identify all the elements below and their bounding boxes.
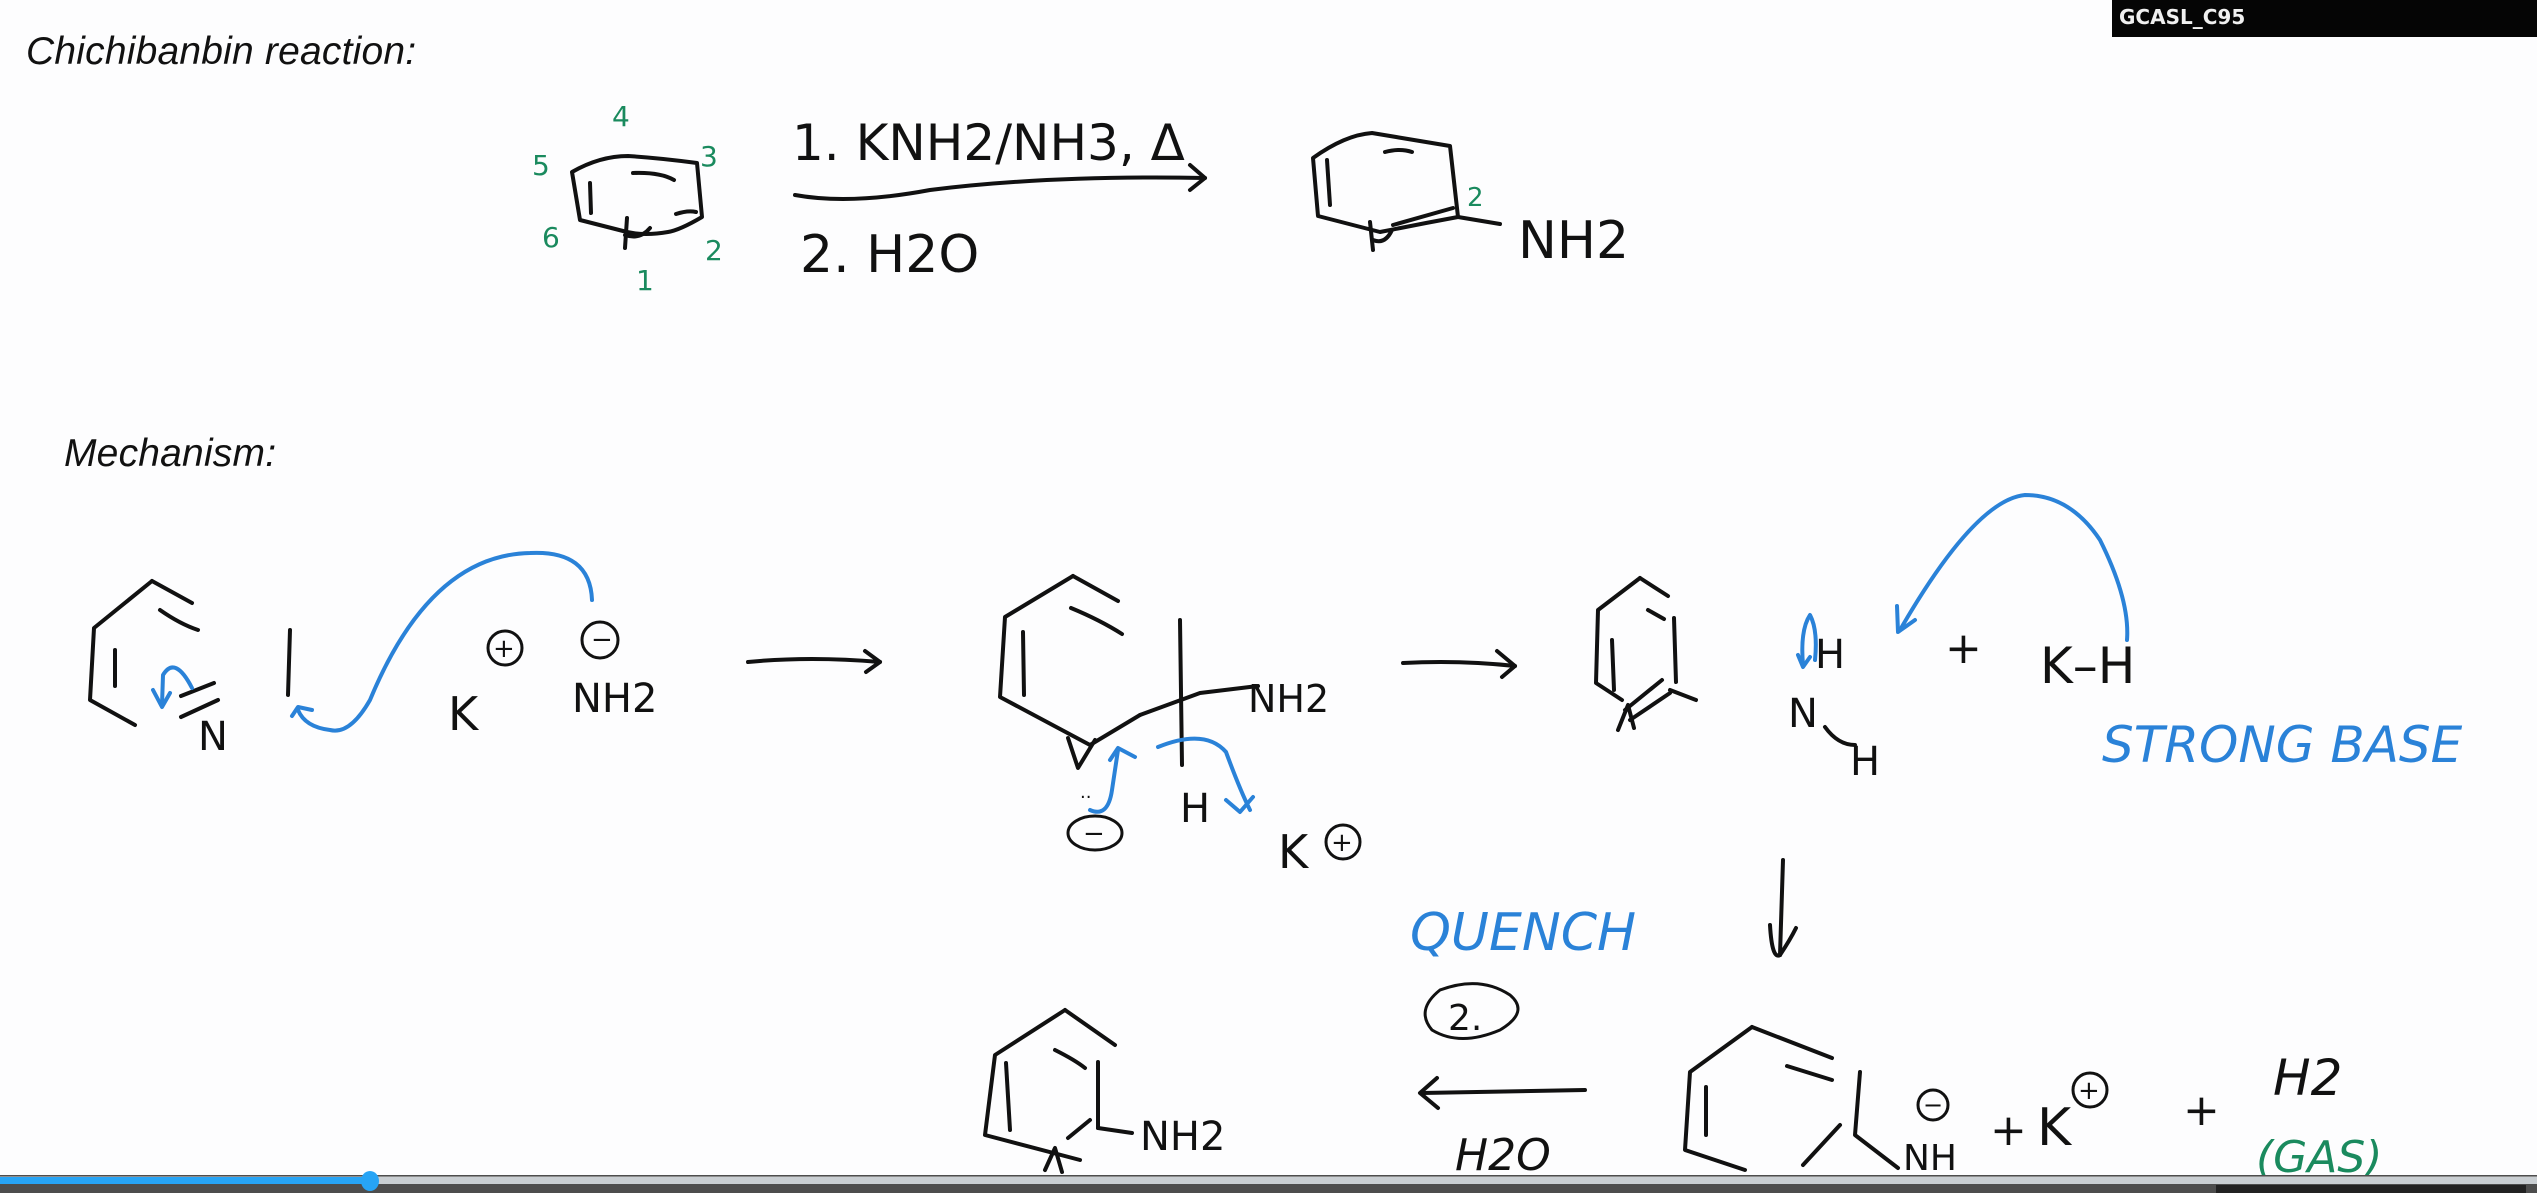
step3-plus: + bbox=[1945, 623, 1982, 674]
pyridine-step1-drawing bbox=[88, 579, 292, 727]
nh-negative-charge-icon bbox=[1916, 1088, 1950, 1122]
negative-charge-icon bbox=[580, 620, 620, 660]
sigma-complex-drawing bbox=[998, 574, 1260, 770]
step1-nitrogen: N bbox=[198, 714, 228, 760]
hydrogen-gas: H2 bbox=[2273, 1049, 2342, 1107]
quench-arrow bbox=[1420, 1088, 1587, 1095]
svg-text:−: − bbox=[1083, 819, 1105, 849]
step4-positive-charge-icon bbox=[2071, 1071, 2109, 1109]
step2-hydrogen: H bbox=[1180, 786, 1210, 832]
step3-nitrogen: N bbox=[1788, 691, 1818, 737]
reaction-conditions: 1. KNH2/NH3, Δ 2. H2O bbox=[792, 114, 1207, 285]
ring-number-3: 3 bbox=[700, 140, 718, 173]
page-title: Chichibanbin reaction: bbox=[26, 30, 417, 73]
electron-arrows-step3 bbox=[1796, 493, 2130, 669]
final-product-nh2: NH2 bbox=[1140, 1114, 1225, 1160]
seek-track[interactable] bbox=[0, 1176, 2537, 1184]
quench-annotation: QUENCH bbox=[1410, 903, 1636, 963]
ring-number-4: 4 bbox=[612, 100, 630, 133]
arrow-step1-to-2 bbox=[746, 657, 882, 664]
aminopyridine-product-drawing bbox=[1311, 131, 1502, 252]
potassium-cation: K bbox=[448, 687, 480, 741]
positive-charge-icon bbox=[486, 629, 524, 667]
ring-numbering: 4 3 5 6 2 1 bbox=[532, 100, 723, 297]
reagent-step-2: 2. H2O bbox=[800, 225, 979, 285]
step4-plus-2: + bbox=[2183, 1085, 2220, 1136]
mechanism-heading: Mechanism: bbox=[64, 432, 277, 475]
electron-arrows-step1 bbox=[151, 550, 594, 733]
ring-number-5: 5 bbox=[532, 149, 550, 182]
svg-text:−: − bbox=[591, 625, 613, 655]
arrow-step3-to-4 bbox=[1778, 858, 1785, 957]
step2-potassium: K bbox=[1278, 825, 1310, 879]
reaction-arrow bbox=[793, 175, 1207, 201]
seek-progress[interactable] bbox=[0, 1177, 371, 1184]
reagent-step-1: 1. KNH2/NH3, Δ bbox=[792, 114, 1185, 172]
product-position-label: 2 bbox=[1467, 183, 1484, 213]
svg-text:+: + bbox=[2078, 1076, 2100, 1106]
quench-step-marker: 2. bbox=[1448, 998, 1482, 1039]
svg-text:+: + bbox=[493, 634, 515, 664]
svg-text:−: − bbox=[1923, 1091, 1943, 1119]
gas-annotation: (GAS) bbox=[2256, 1132, 2382, 1175]
watermark-label: GCASL_C95 bbox=[2112, 0, 2537, 37]
nitrogen-negative-charge-icon bbox=[1066, 814, 1124, 852]
potassium-hydride: K–H bbox=[2040, 637, 2135, 695]
step4-plus-1: + bbox=[1990, 1105, 2027, 1156]
ring-number-6: 6 bbox=[542, 221, 560, 254]
step3-h-top: H bbox=[1815, 632, 1845, 678]
quench-water: H2O bbox=[1455, 1130, 1551, 1175]
arrow-step2-to-3 bbox=[1401, 660, 1517, 668]
amide-anion-product-drawing bbox=[1683, 1025, 1900, 1172]
electron-arrows-step2 bbox=[1088, 736, 1255, 814]
aminopyridine-intermediate-drawing bbox=[1594, 576, 1698, 732]
seek-handle[interactable] bbox=[361, 1171, 380, 1191]
svg-text:+: + bbox=[1331, 828, 1353, 858]
product-nh2-label: NH2 bbox=[1518, 211, 1629, 271]
ring-number-2: 2 bbox=[705, 234, 723, 267]
final-aminopyridine-drawing bbox=[983, 1008, 1134, 1174]
ring-number-1: 1 bbox=[636, 264, 654, 297]
potassium-positive-icon bbox=[1324, 823, 1362, 861]
strong-base-annotation: STRONG BASE bbox=[2102, 716, 2463, 774]
pyridine-reactant-drawing bbox=[570, 154, 704, 250]
step4-potassium: K bbox=[2037, 1098, 2073, 1158]
svg-text:··: ·· bbox=[1080, 787, 1091, 808]
step4-nh: NH bbox=[1903, 1138, 1957, 1175]
step2-nh2: NH2 bbox=[1248, 677, 1329, 721]
player-control-strip bbox=[2216, 1185, 2526, 1193]
step-marker-circle bbox=[1423, 982, 1520, 1040]
amide-anion: NH2 bbox=[572, 676, 657, 722]
